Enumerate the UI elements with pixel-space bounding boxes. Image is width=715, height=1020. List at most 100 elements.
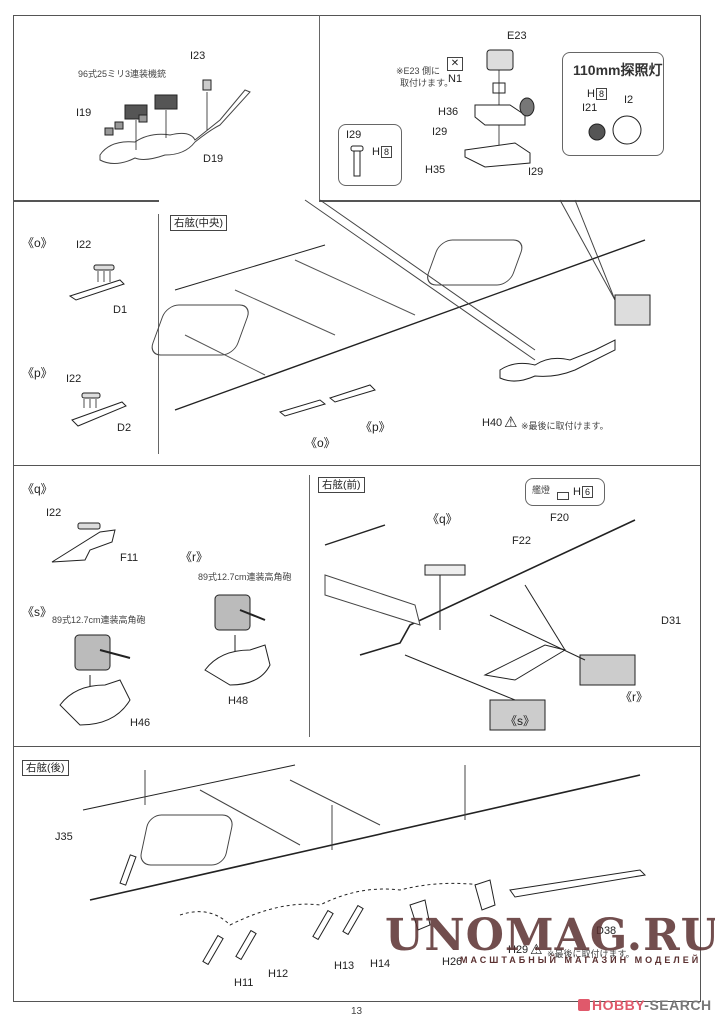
r-part-h48: H48 — [228, 695, 249, 707]
view-tag-mid: 右舷(中央) — [170, 215, 227, 231]
page-number: 13 — [351, 1006, 363, 1017]
part-i21-shape — [588, 123, 606, 141]
e23-note-line2: 取付けます。 — [400, 78, 454, 88]
h29-note: ※最後に取付けます。 — [547, 949, 635, 959]
step-s: 《s》 — [22, 605, 53, 619]
page-frame — [13, 15, 701, 257]
callout-r: 《r》 — [620, 690, 648, 704]
i29-part-icon — [350, 145, 364, 177]
d2-assembled — [328, 384, 376, 403]
searchlight-platform-drawing — [464, 49, 535, 168]
part-e23-shape — [486, 49, 514, 71]
platform-outline — [99, 89, 251, 164]
top-right-bottom-rule — [319, 200, 701, 202]
part-h35: H35 — [425, 164, 446, 176]
j35-shape — [119, 854, 137, 886]
r-caption: 89式12.7cm連装高角砲 — [198, 572, 292, 582]
p-part-d2: D2 — [117, 422, 132, 434]
part-h13: H13 — [334, 960, 355, 972]
warning-icon-aft: ⚠ — [530, 941, 543, 957]
part-i2: I2 — [624, 94, 634, 106]
unomag-watermark: UNOMAG.RU — [385, 910, 715, 961]
vent-grille — [324, 574, 421, 626]
r-gun-drawing — [204, 594, 271, 686]
d31-assembled — [483, 644, 567, 681]
part-d31: D31 — [661, 615, 682, 627]
ammo-box-1 — [104, 127, 114, 136]
hobby-search-logo: HOBBY-SEARCH — [578, 997, 712, 1013]
part-h26: H26 — [442, 956, 463, 968]
i22-shape — [81, 392, 101, 399]
fore-divider — [309, 475, 310, 737]
callout-s: 《s》 — [505, 714, 536, 728]
step-p: 《p》 — [22, 366, 53, 380]
hull-fore-drawing — [324, 519, 636, 731]
mid-divider — [158, 214, 159, 454]
part-i29-b: I29 — [528, 166, 544, 178]
elevator-1 — [151, 304, 249, 356]
searchlight-drawing — [588, 115, 642, 145]
hull-aft-drawing — [82, 764, 647, 966]
aft-frame — [13, 746, 701, 1002]
aa-platform-assembled — [499, 339, 616, 382]
part-i23: I23 — [190, 50, 206, 62]
part-f20: F20 — [550, 512, 569, 524]
h40-note: ※最後に取付けます。 — [521, 421, 609, 431]
h26-shape — [409, 899, 431, 931]
searchlight-callout — [562, 52, 664, 156]
gun-turret-shape — [214, 594, 251, 631]
callout-q: 《q》 — [427, 512, 458, 526]
d2-drawing — [71, 392, 127, 427]
part-d19: D19 — [203, 153, 224, 165]
h46-shape — [59, 679, 131, 726]
p-part-i22: I22 — [66, 373, 82, 385]
gun-turret-shape — [74, 634, 111, 671]
part-i19: I19 — [76, 107, 92, 119]
step-o: 《o》 — [22, 236, 53, 250]
ensign-part-icon — [557, 492, 569, 500]
part-h29: H29 — [508, 944, 529, 956]
part-h14: H14 — [370, 958, 391, 970]
s-gun-assembled — [489, 699, 546, 731]
s-part-h46: H46 — [130, 717, 151, 729]
d1-drawing — [68, 264, 125, 301]
s-gun-drawing — [59, 634, 131, 726]
part-f22: F22 — [512, 535, 531, 547]
aa-platform-drawing — [99, 79, 251, 164]
part-i23-shape — [202, 79, 212, 91]
top-divider — [319, 15, 320, 200]
elevator-2 — [427, 239, 523, 286]
searchlight-assembled — [614, 294, 651, 326]
part-h12: H12 — [268, 968, 289, 980]
part-h40: H40 — [482, 417, 503, 429]
part-e23: E23 — [507, 30, 527, 42]
part-j35: J35 — [55, 831, 73, 843]
searchlight-title: 110mm探照灯 — [573, 62, 663, 78]
part-d38: D38 — [596, 925, 617, 937]
part-i21: I21 — [582, 102, 598, 114]
d1-assembled — [278, 399, 327, 417]
view-tag-fore: 右舷(前) — [318, 477, 365, 493]
part-h11: H11 — [234, 977, 254, 989]
q-part-f11: F11 — [120, 552, 139, 564]
q-part-i22: I22 — [46, 507, 62, 519]
i22-shape — [93, 264, 115, 271]
hull-mid-drawing — [151, 199, 651, 417]
r-gun-assembled — [579, 654, 636, 686]
callout-o: 《o》 — [305, 436, 336, 450]
part-h35-shape — [464, 142, 531, 168]
part-n1: N1 — [448, 73, 463, 85]
inset-i29-label: I29 — [346, 129, 362, 141]
hobby-text: HOBBY — [592, 997, 645, 1013]
h14-shape — [342, 904, 364, 936]
step-r: 《r》 — [180, 550, 208, 564]
part-i29-a: I29 — [432, 126, 448, 138]
gun-caption: 96式25ミリ3連装機銃 — [78, 69, 167, 79]
f11-shape — [51, 529, 116, 563]
hobby-logo-icon — [578, 999, 590, 1011]
d38-shape — [509, 869, 647, 898]
step-q: 《q》 — [22, 482, 53, 496]
